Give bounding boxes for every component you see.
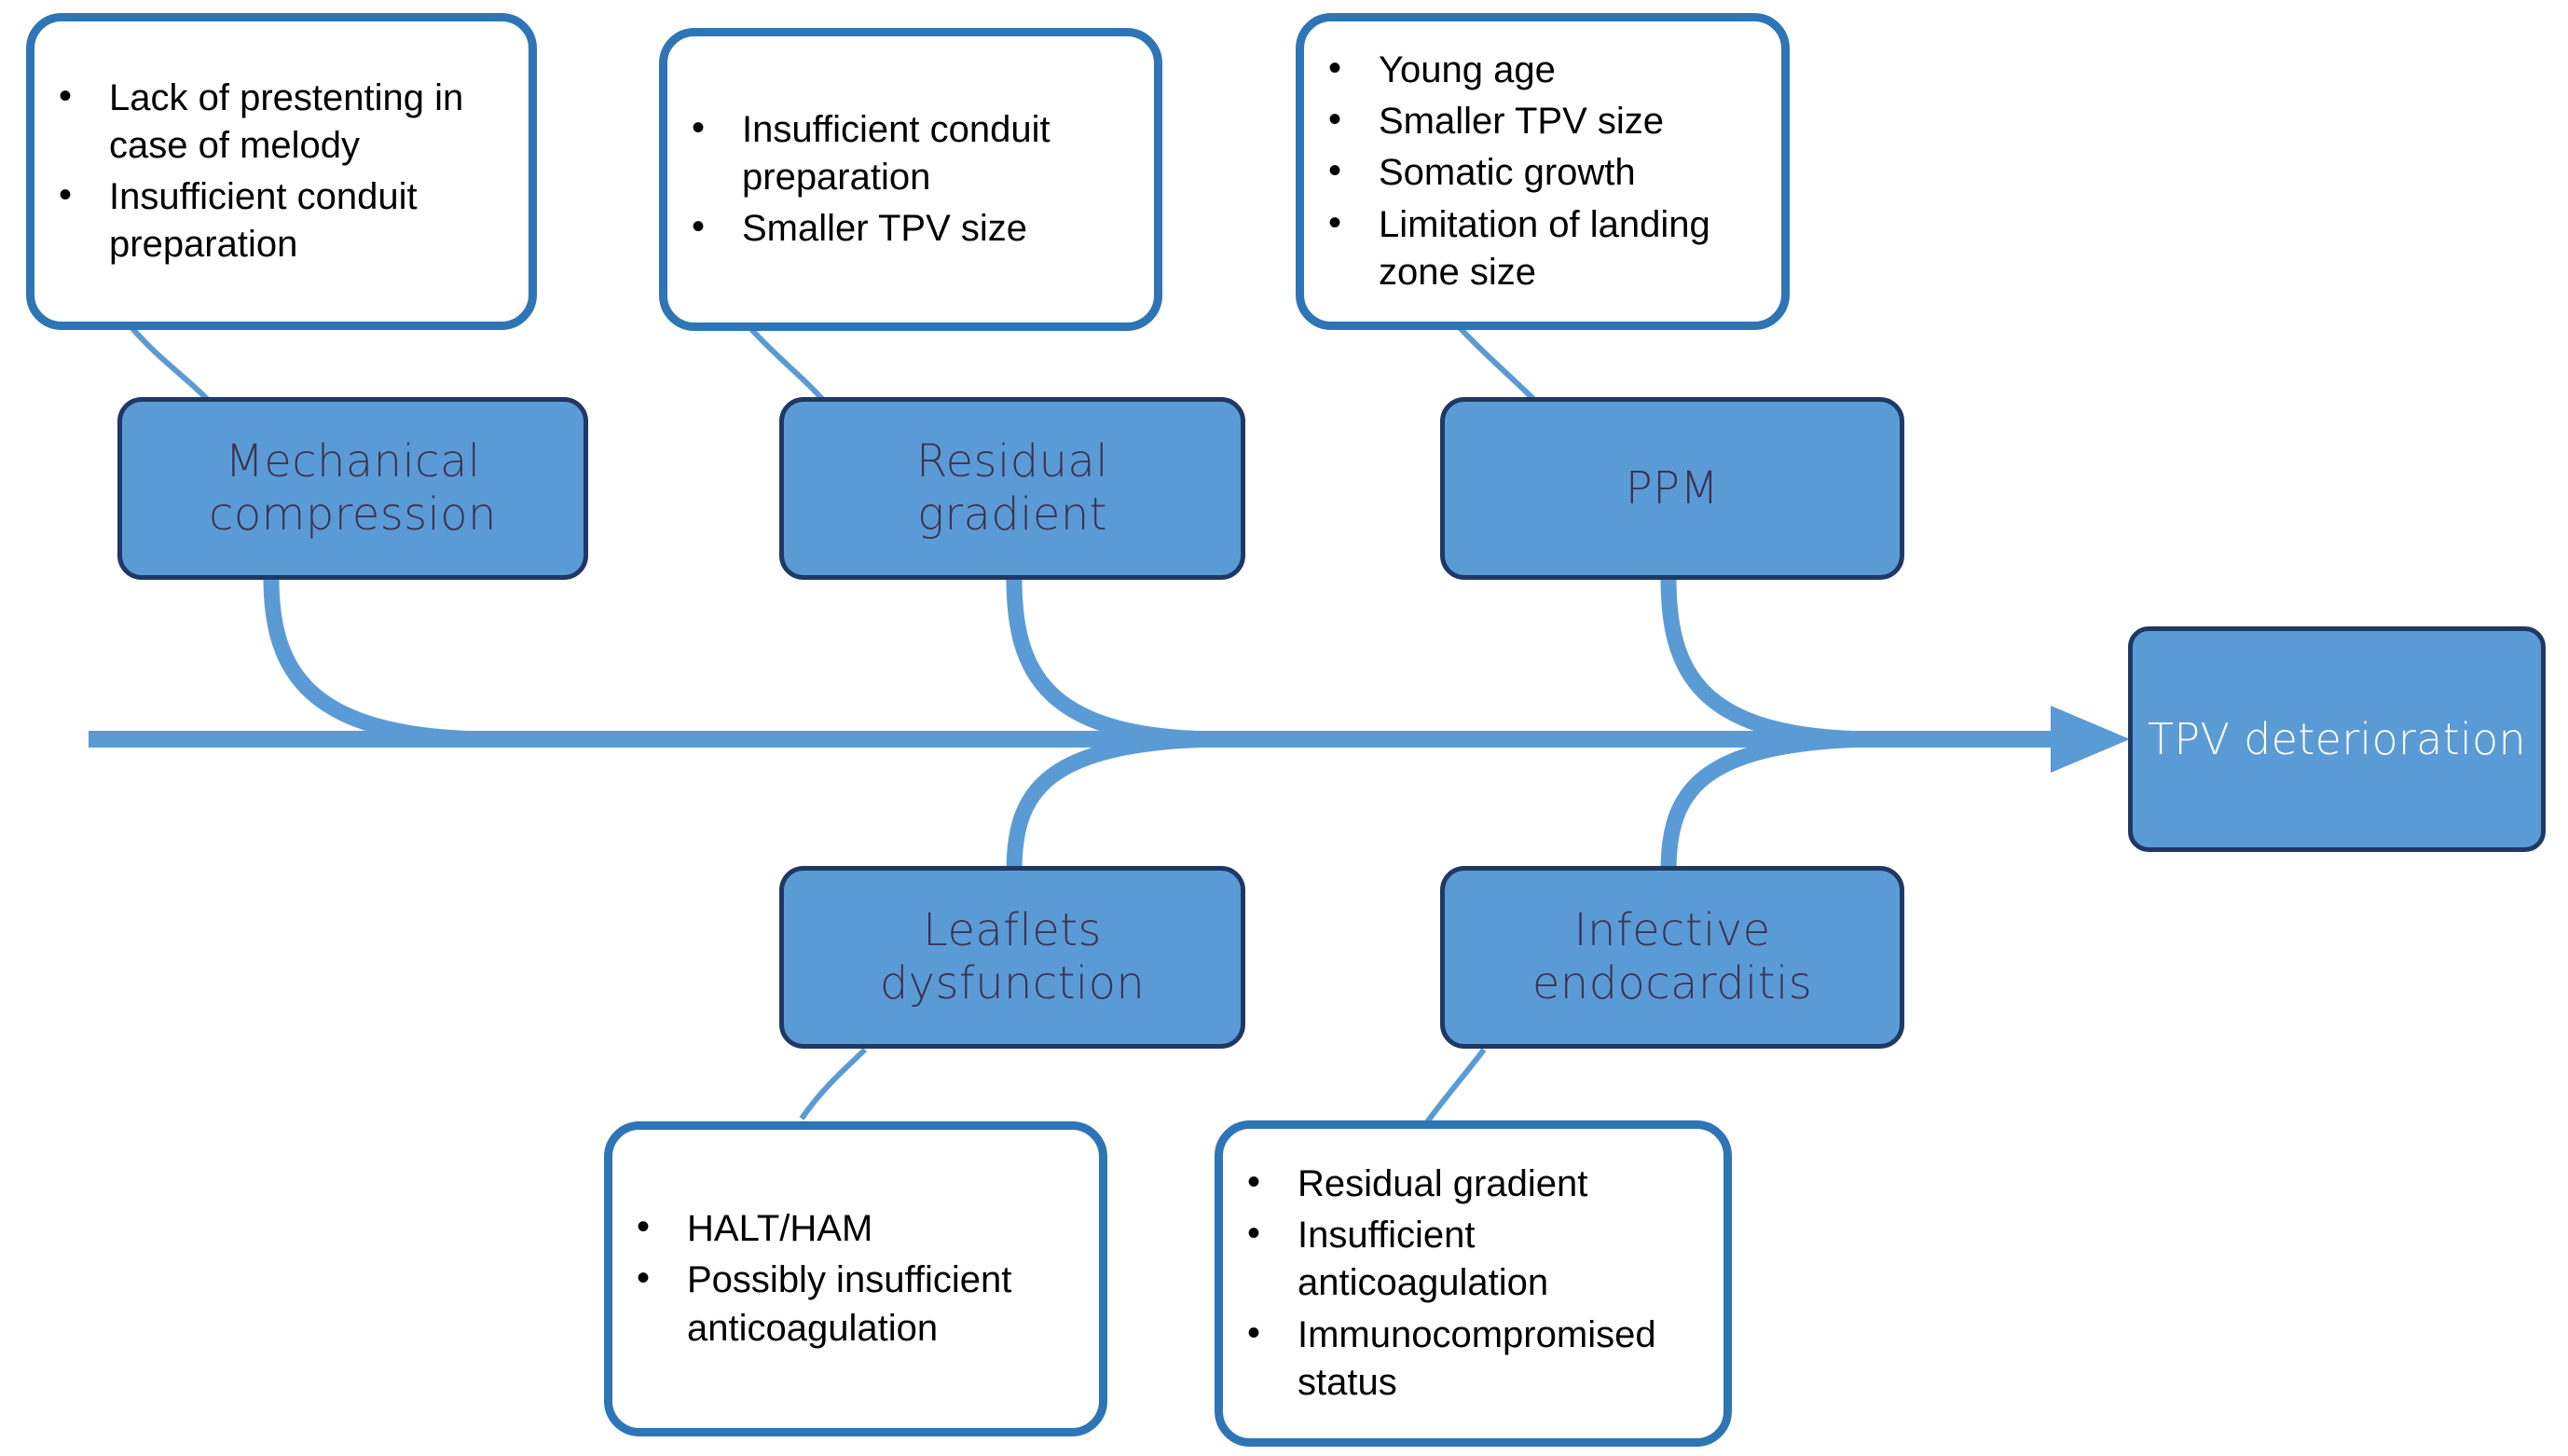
- leader-leaflets-dysfunction: [799, 1047, 868, 1120]
- callout-bullet: Immunocompromised status: [1236, 1310, 1703, 1407]
- callout-ppm[interactable]: Young age Smaller TPV size Somatic growt…: [1296, 13, 1790, 330]
- callout-bullet: Insufficient conduit preparation: [48, 172, 508, 268]
- cause-box-infective-endocarditis[interactable]: Infective endocarditis: [1440, 866, 1904, 1049]
- callout-bullet: HALT/HAM: [625, 1203, 1078, 1253]
- effect-box-label: TPV deterioration: [2148, 713, 2526, 764]
- callout-bullet: Insufficient anticoagulation: [1236, 1210, 1703, 1307]
- callout-list: Lack of prestenting in case of melody In…: [34, 73, 529, 269]
- callout-bullet: Possibly insufficient anticoagulation: [625, 1255, 1078, 1352]
- leader-residual-gradient: [748, 325, 825, 401]
- callout-bullet: Limitation of landing zone size: [1317, 199, 1761, 296]
- cause-box-label: Residual gradient: [916, 435, 1108, 541]
- rib-ppm: [1660, 577, 1867, 748]
- callout-bullet: Residual gradient: [1236, 1159, 1703, 1208]
- cause-box-label: Leaflets dysfunction: [879, 904, 1146, 1010]
- leader-infective-endocarditis: [1419, 1048, 1487, 1132]
- callout-mechanical-compression[interactable]: Lack of prestenting in case of melody In…: [26, 13, 537, 330]
- callout-infective-endocarditis[interactable]: Residual gradient Insufficient anticoagu…: [1215, 1120, 1732, 1447]
- rib-infective-endocarditis: [1660, 731, 1867, 872]
- callout-list: Residual gradient Insufficient anticoagu…: [1223, 1159, 1723, 1407]
- spine-line: [89, 731, 2097, 748]
- callout-list: Insufficient conduit preparation Smaller…: [667, 104, 1154, 254]
- callout-bullet: Smaller TPV size: [1317, 96, 1761, 145]
- cause-box-mechanical-compression[interactable]: Mechanical compression: [117, 397, 588, 580]
- callout-residual-gradient[interactable]: Insufficient conduit preparation Smaller…: [659, 28, 1162, 331]
- cause-box-residual-gradient[interactable]: Residual gradient: [779, 397, 1245, 580]
- callout-bullet: Somatic growth: [1317, 147, 1761, 197]
- callout-leaflets-dysfunction[interactable]: HALT/HAM Possibly insufficient anticoagu…: [604, 1121, 1107, 1436]
- cause-box-label: PPM: [1625, 461, 1720, 515]
- rib-leaflets-dysfunction: [1006, 731, 1213, 872]
- rib-residual-gradient: [1006, 577, 1213, 748]
- callout-list: Young age Smaller TPV size Somatic growt…: [1304, 45, 1781, 296]
- leader-ppm: [1451, 319, 1536, 402]
- cause-box-leaflets-dysfunction[interactable]: Leaflets dysfunction: [779, 866, 1245, 1049]
- callout-bullet: Lack of prestenting in case of melody: [48, 73, 508, 170]
- callout-bullet: Young age: [1317, 45, 1761, 94]
- cause-box-label: Mechanical compression: [209, 435, 497, 541]
- effect-box-tpv-deterioration[interactable]: TPV deterioration: [2128, 626, 2546, 852]
- cause-box-label: Infective endocarditis: [1531, 904, 1813, 1010]
- spine-arrowhead: [2051, 706, 2130, 773]
- rib-mechanical-compression: [263, 577, 486, 748]
- callout-bullet: Smaller TPV size: [680, 203, 1133, 253]
- cause-box-ppm[interactable]: PPM: [1440, 397, 1904, 580]
- callout-list: HALT/HAM Possibly insufficient anticoagu…: [612, 1203, 1099, 1353]
- callout-bullet: Insufficient conduit preparation: [680, 104, 1133, 201]
- leader-mechanical-compression: [128, 324, 210, 402]
